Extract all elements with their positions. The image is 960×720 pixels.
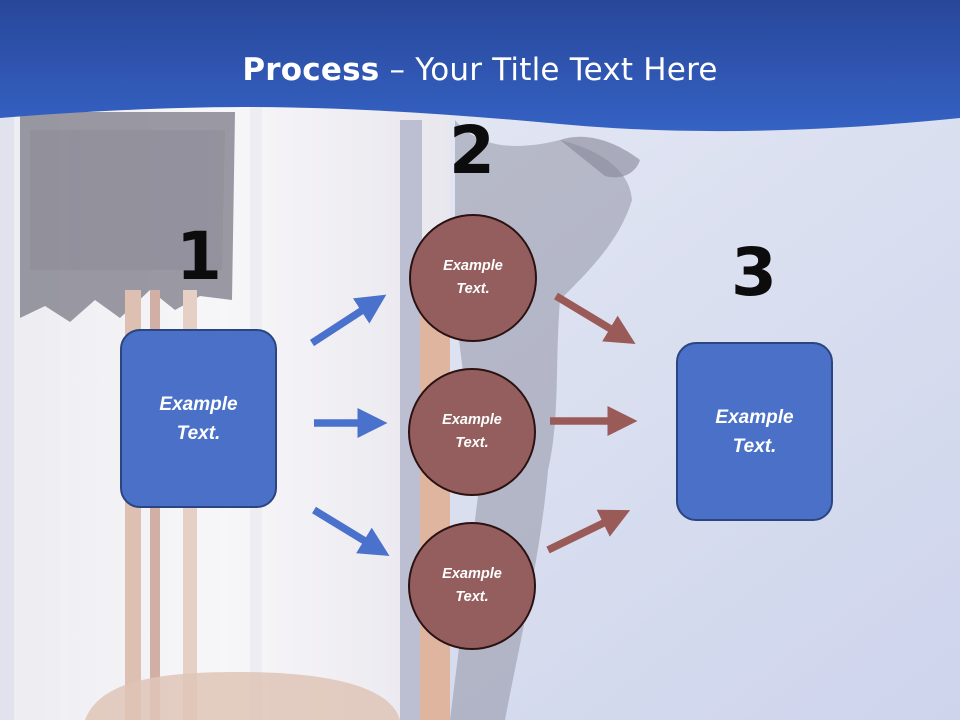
arrow-circle-bottom-to-3	[546, 509, 631, 554]
step-2-circle-bottom: Example Text.	[408, 522, 536, 650]
step-1-text: Example Text.	[159, 393, 238, 444]
step-1-box: Example Text.	[120, 329, 277, 508]
arrow-circle-top-to-3	[554, 292, 636, 344]
step-number-2: 2	[449, 112, 495, 189]
step-2-circle-middle: Example Text.	[408, 368, 536, 496]
title-rest: – Your Title Text Here	[379, 52, 718, 88]
slide-title: Process – Your Title Text Here	[0, 52, 960, 88]
step-3-box: Example Text.	[676, 342, 833, 521]
step-2-circle-top: Example Text.	[409, 214, 537, 342]
title-bold: Process	[242, 52, 380, 88]
circle-middle-text: Example Text.	[442, 412, 502, 451]
circle-top-text: Example Text.	[443, 258, 503, 297]
arrow-1-to-circle-bottom	[312, 506, 390, 557]
arrow-1-to-circle-top	[309, 294, 387, 347]
step-3-text: Example Text.	[715, 406, 794, 457]
step-number-1: 1	[176, 218, 222, 295]
circle-bottom-text: Example Text.	[442, 566, 502, 605]
step-number-3: 3	[731, 234, 777, 311]
